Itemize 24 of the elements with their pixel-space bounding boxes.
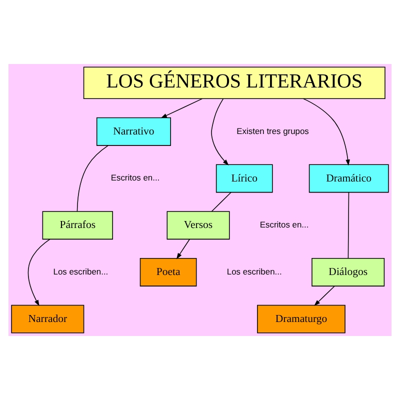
connector	[211, 192, 232, 212]
node-box: Poeta	[140, 258, 197, 286]
label: Los escriben...	[53, 266, 108, 276]
arrow	[302, 98, 350, 166]
arrow	[176, 238, 190, 260]
node-box: Párrafos	[42, 211, 113, 240]
label: Los escriben...	[226, 266, 282, 276]
arrow	[160, 98, 203, 118]
label: Existen tres grupos	[236, 126, 309, 136]
node-box: Narrativo	[96, 117, 171, 146]
node-box: Narrador	[11, 304, 84, 334]
node-box: Dramático	[308, 164, 389, 193]
connector	[76, 145, 108, 212]
arrow	[314, 286, 335, 306]
node-box: Versos	[166, 211, 230, 240]
node-box: Dramaturgo	[257, 304, 346, 334]
label: Escritos en...	[260, 220, 309, 230]
node-box: Diálogos	[312, 258, 385, 286]
node-box: LOS GÉNEROS LITERARIOS	[83, 66, 386, 99]
label: Escritos en...	[110, 172, 160, 183]
node-box: Lírico	[216, 164, 273, 193]
connector	[348, 192, 350, 259]
arrow	[28, 238, 50, 306]
arrow	[211, 98, 229, 166]
